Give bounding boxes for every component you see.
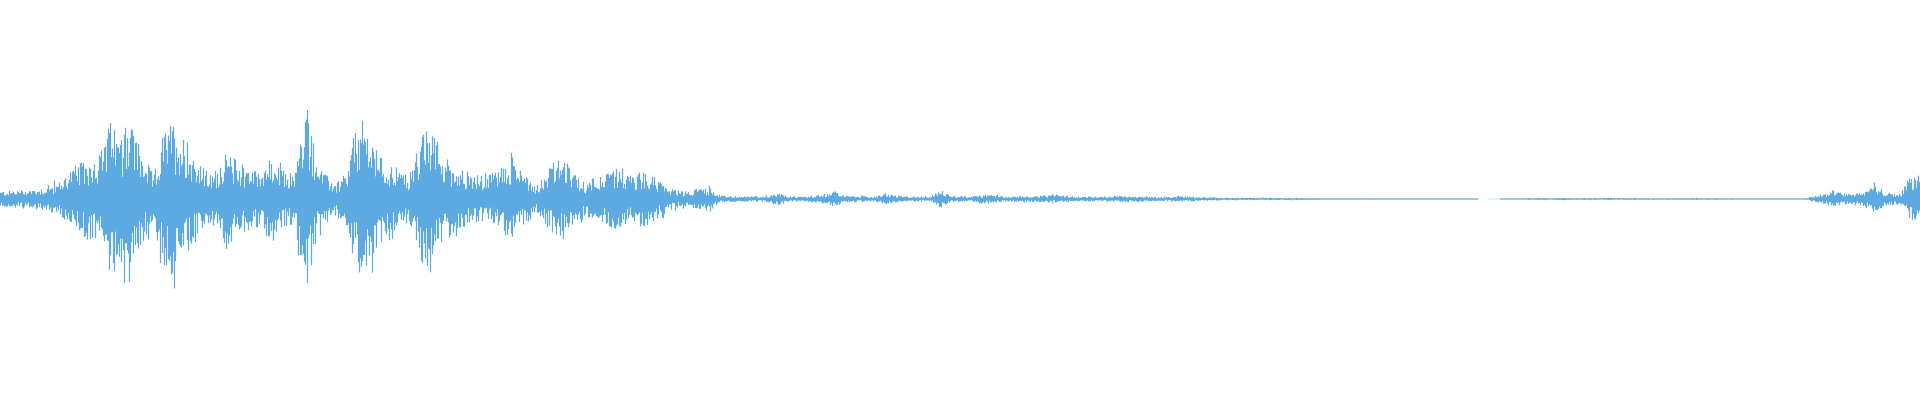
waveform-path <box>0 110 1920 289</box>
waveform-samples <box>0 110 1920 289</box>
